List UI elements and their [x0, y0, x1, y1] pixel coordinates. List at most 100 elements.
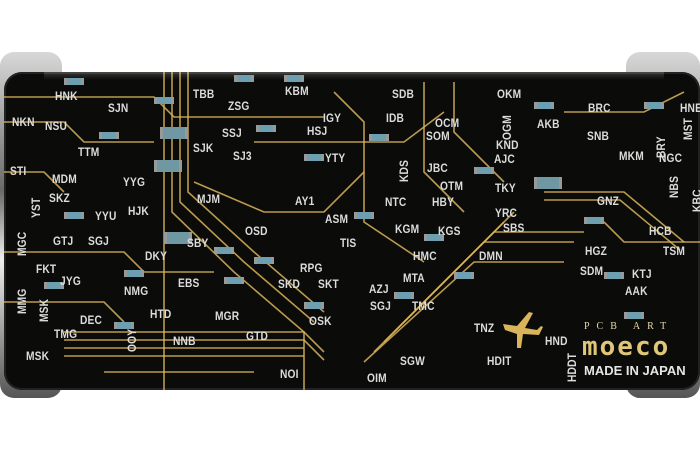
station-label-osk: OSK — [309, 314, 332, 328]
glare — [44, 72, 664, 80]
trace — [64, 339, 325, 361]
smd-component — [534, 102, 554, 109]
station-label-nkn: NKN — [12, 115, 35, 129]
station-label-hddt: HDDT — [565, 352, 579, 382]
smd-component — [64, 212, 84, 219]
station-label-ngc: NGC — [659, 151, 683, 165]
trace — [544, 199, 681, 251]
station-label-som: SOM — [426, 129, 450, 143]
station-label-fkt: FKT — [36, 262, 57, 276]
smd-component — [454, 272, 474, 279]
station-label-kbm: KBM — [285, 84, 309, 98]
station-label-mst: MST — [681, 117, 695, 140]
station-label-sgj: SGJ — [88, 234, 109, 248]
smd-component — [534, 177, 562, 189]
station-label-nbs: NBS — [667, 175, 681, 198]
station-label-htd: HTD — [150, 307, 172, 321]
station-label-sdb: SDB — [392, 87, 415, 101]
station-label-oim: OIM — [367, 371, 387, 385]
smd-component — [474, 167, 494, 174]
station-label-snb: SNB — [587, 129, 610, 143]
trace — [4, 121, 154, 143]
station-label-hsj: HSJ — [307, 124, 328, 138]
station-label-hmc: HMC — [413, 249, 437, 263]
smd-component — [369, 134, 389, 141]
station-label-msk: MSK — [26, 349, 50, 363]
smd-component — [394, 292, 414, 299]
station-label-kds: KDS — [397, 159, 411, 182]
station-label-kbc: KBC — [690, 189, 700, 212]
station-label-yst: YST — [29, 197, 43, 218]
station-label-okm: OKM — [497, 87, 522, 101]
station-label-hnk: HNK — [55, 89, 78, 103]
smd-component — [254, 257, 274, 264]
station-label-ssj: SSJ — [222, 126, 242, 140]
smd-component — [256, 125, 276, 132]
circuit-traces — [4, 72, 700, 390]
station-label-gtd: GTD — [246, 329, 269, 343]
station-label-hdit: HDIT — [487, 354, 512, 368]
smd-component — [224, 277, 244, 284]
station-label-azj: AZJ — [369, 282, 389, 296]
smd-component — [154, 97, 174, 104]
moeco-logo: moeco — [582, 332, 671, 362]
trace — [64, 331, 325, 353]
station-label-ebs: EBS — [178, 276, 200, 290]
station-label-dky: DKY — [145, 249, 168, 263]
station-label-idb: IDB — [386, 111, 405, 125]
trace — [187, 72, 325, 313]
smd-component — [354, 212, 374, 219]
station-label-gtj: GTJ — [53, 234, 74, 248]
trace — [603, 221, 700, 243]
station-label-hgz: HGZ — [585, 244, 608, 258]
station-label-hne: HNE — [680, 101, 700, 115]
smd-component — [154, 160, 182, 172]
station-label-yyg: YYG — [123, 175, 146, 189]
smd-component — [160, 127, 188, 139]
station-label-tbb: TBB — [193, 87, 215, 101]
smd-component — [304, 154, 324, 161]
station-label-gnz: GNZ — [597, 194, 620, 208]
station-label-noi: NOI — [280, 367, 299, 381]
smd-component — [584, 217, 604, 224]
smd-component — [234, 75, 254, 82]
station-label-rpg: RPG — [300, 261, 323, 275]
station-label-mdm: MDM — [52, 172, 77, 186]
station-label-sbs: SBS — [503, 221, 525, 235]
station-label-sjn: SJN — [108, 101, 129, 115]
smd-component — [424, 234, 444, 241]
station-label-ooy: OOY — [125, 328, 139, 352]
station-label-dec: DEC — [80, 313, 103, 327]
station-label-tis: TIS — [340, 236, 357, 250]
smd-component — [604, 272, 624, 279]
trace — [423, 82, 465, 213]
smd-component — [99, 132, 119, 139]
trace — [564, 91, 685, 113]
station-label-kgm: KGM — [395, 222, 420, 236]
station-label-yty: YTY — [325, 151, 346, 165]
station-label-yyu: YYU — [95, 209, 117, 223]
station-label-knd: KND — [496, 138, 519, 152]
station-label-sjk: SJK — [193, 141, 214, 155]
station-label-ntc: NTC — [385, 195, 407, 209]
smd-component — [624, 312, 644, 319]
station-label-mgc: MGC — [15, 231, 29, 256]
station-label-mta: MTA — [403, 271, 425, 285]
station-label-jbc: JBC — [427, 161, 448, 175]
station-label-mmg: MMG — [15, 288, 29, 314]
station-label-sdm: SDM — [580, 264, 604, 278]
station-label-nsu: NSU — [45, 119, 68, 133]
station-label-tky: TKY — [495, 181, 516, 195]
trace — [4, 251, 214, 273]
smd-component — [124, 270, 144, 277]
smd-component — [164, 232, 192, 244]
station-label-osd: OSD — [245, 224, 268, 238]
station-label-nnb: NNB — [173, 334, 196, 348]
station-label-brc: BRC — [588, 101, 611, 115]
airplane-icon — [503, 312, 543, 348]
station-label-ajc: AJC — [494, 152, 515, 166]
station-label-tsm: TSM — [663, 244, 686, 258]
trace — [193, 171, 365, 213]
station-label-tmc: TMC — [412, 299, 435, 313]
